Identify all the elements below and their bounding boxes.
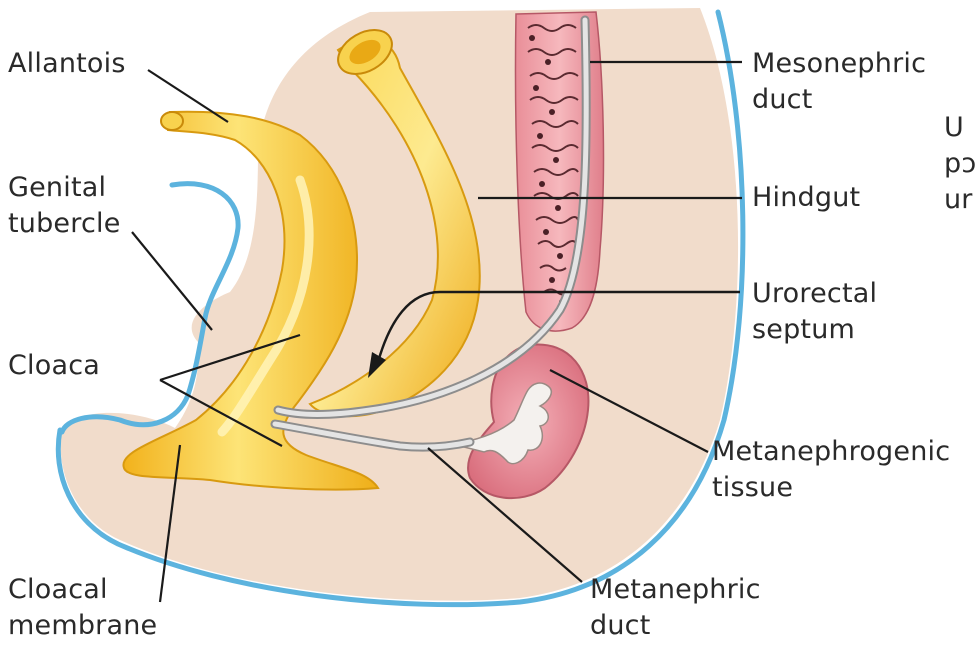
label-genital-tubercle-line1: Genital: [8, 170, 106, 206]
allantois-opening: [161, 112, 183, 130]
label-hindgut: Hindgut: [752, 180, 860, 216]
label-urorectal-septum-line1: Urorectal: [752, 276, 877, 312]
label-cutoff-line2: pɔ: [944, 146, 975, 182]
label-metanephrogenic-tissue-line2: tissue: [712, 470, 793, 506]
label-cutoff-line1: U: [944, 110, 975, 146]
label-mesonephric-duct-line1: Mesonephric: [752, 46, 926, 82]
label-cloaca: Cloaca: [8, 348, 100, 384]
label-cloacal-membrane-line2: membrane: [8, 608, 157, 644]
leader-genital-tubercle: [132, 232, 212, 330]
label-metanephric-duct-line1: Metanephric: [590, 572, 761, 608]
label-cloacal-membrane-line1: Cloacal: [8, 572, 108, 608]
label-urorectal-septum-line2: septum: [752, 312, 855, 348]
label-cutoff-line3: ur: [944, 182, 975, 218]
label-metanephric-duct-line2: duct: [590, 608, 650, 644]
label-mesonephric-duct-line2: duct: [752, 82, 812, 118]
label-genital-tubercle-line2: tubercle: [8, 206, 121, 242]
label-allantois: Allantois: [8, 46, 126, 82]
label-metanephrogenic-tissue-line1: Metanephrogenic: [712, 434, 975, 470]
